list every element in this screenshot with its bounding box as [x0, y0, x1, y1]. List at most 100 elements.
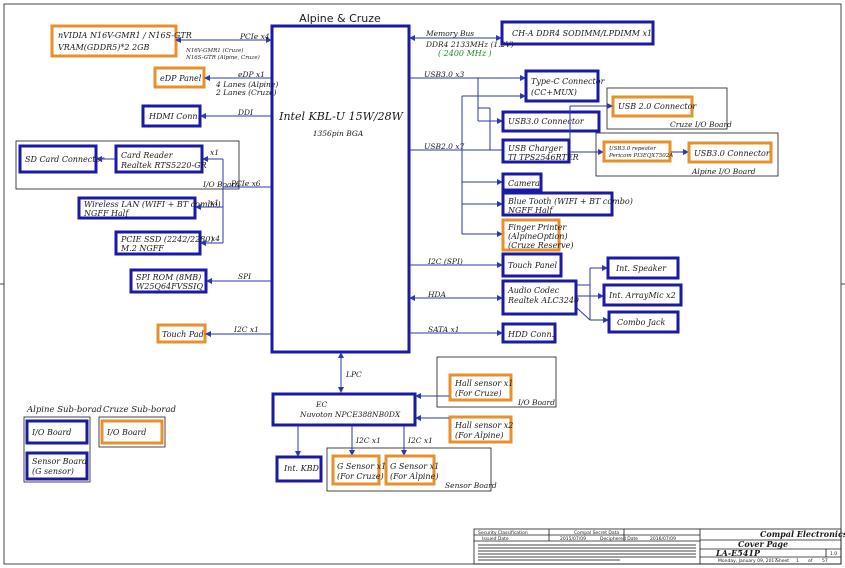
gsensor2-i2c-label: I2C x1	[407, 436, 433, 445]
usb2-connector-block[interactable]	[611, 95, 694, 118]
wlan-x1: x1	[210, 198, 219, 207]
edp-x1-label: eDP x1	[238, 70, 265, 79]
usb3-connector2-label: USB3.0 Connector	[694, 149, 771, 158]
usb3-x3-label: USB3.0 x3	[424, 70, 465, 79]
touchpad-label: Touch Pad	[162, 330, 204, 339]
card-reader-line1: Card Reader	[121, 151, 174, 160]
array-mic-block[interactable]	[602, 283, 683, 307]
memory-bus-label: Memory Bus	[425, 29, 474, 38]
sensor-board-label: Sensor Board	[445, 481, 497, 490]
typec-line1: Type-C Connector	[531, 77, 606, 86]
ddr-speed: DDR4 2133MHz (1.2V)	[425, 40, 514, 49]
hall-sensor-alpine-block[interactable]	[448, 415, 513, 444]
tb-rev: 1.0	[830, 551, 837, 557]
card-reader-line2: Realtek RTS5220-GR	[120, 161, 207, 170]
finger-printer-line2: (AlpineOption)	[508, 232, 568, 241]
typec-block[interactable]	[524, 69, 600, 103]
gsensor-alpine-line1: G Sensor x1	[390, 462, 439, 471]
touch-panel-label: Touch Panel	[508, 261, 558, 270]
io-board-right-label: I/O Board	[517, 398, 555, 407]
gpu-block[interactable]	[50, 24, 178, 58]
finger-printer-block[interactable]	[501, 218, 561, 252]
speaker-label: Int. Speaker	[615, 264, 667, 273]
legend-cruze-io-label: I/O Board	[106, 428, 146, 437]
gpu-line2: VRAM(GDDR5)*2 2GB	[58, 43, 149, 52]
usb-charger-line2: TI TPS2546RTER	[508, 153, 579, 162]
hall-sensor-cruze-block[interactable]	[448, 373, 513, 402]
camera-label: Camera	[508, 179, 540, 188]
tb-doc-title: Cover Page	[738, 539, 788, 549]
ddi-label: DDI	[237, 108, 254, 117]
touch-panel-block[interactable]	[501, 252, 563, 278]
edp-note2: 2 Lanes (Cruze)	[215, 88, 277, 97]
io-board-right	[436, 356, 557, 408]
legend-cruze-box	[98, 416, 166, 448]
hdd-block[interactable]	[501, 322, 557, 344]
ssd-line2: M.2 NGFF	[120, 244, 164, 253]
sd-card-block[interactable]	[18, 144, 98, 174]
usb3-repeater-line1: USB3.0 repeater	[609, 146, 656, 152]
legend-alpine-io	[25, 419, 89, 445]
touchpad-i2c-label: I2C x1	[233, 325, 259, 334]
ssd-x4: x4	[211, 234, 220, 243]
usb-charger-block[interactable]	[501, 138, 571, 164]
legend-alpine-box	[23, 416, 91, 483]
gpu-note2: N16S-GTR (Alpine, Cruze)	[185, 54, 260, 61]
wlan-line2: NGFF Half	[83, 209, 130, 218]
legend-cruze-io	[100, 419, 164, 445]
audio-codec-line2: Realtek ALC3240	[507, 296, 579, 305]
tb-secret: Compal Secret Data	[574, 530, 619, 536]
tb-date-label: Monday, January 09, 2017	[718, 558, 777, 564]
camera-block[interactable]	[501, 172, 543, 192]
hdmi-label: HDMI Conn.	[148, 112, 200, 121]
tb-model: LA-E541P	[715, 548, 761, 558]
title-block: Security Classification Compal Secret Da…	[473, 528, 845, 565]
bluetooth-block[interactable]	[501, 191, 614, 217]
tb-company: Compal Electronics, Inc.	[760, 529, 845, 539]
finger-printer-line3: (Cruze Reserve)	[508, 241, 574, 250]
hall-cruze-line2: (For Cruze)	[455, 389, 502, 398]
combo-jack-block[interactable]	[607, 310, 680, 334]
spi-rom-line1: SPI ROM (8MB)	[136, 273, 201, 282]
finger-printer-line1: Finger Printer	[507, 223, 567, 232]
speaker-block[interactable]	[606, 256, 680, 280]
audio-codec-block[interactable]	[501, 279, 578, 316]
gsensor-alpine-block[interactable]	[384, 454, 436, 486]
legend-alpine-title: Alpine Sub-borad	[26, 405, 103, 415]
gpu-line1: nVIDIA N16V-GMR1 / N16S-GTR	[58, 31, 192, 40]
usb3-connector2-block[interactable]	[687, 141, 773, 164]
legend-cruze-title: Cruze Sub-borad	[103, 405, 177, 415]
spi-rom-line2: W25Q64FVSSIQ	[136, 282, 203, 291]
cpu-block[interactable]	[270, 24, 411, 354]
alpine-io-label: Alpine I/O Board	[691, 167, 756, 176]
usb-charger-line1: USB Charger	[508, 144, 563, 153]
alpine-io-board	[595, 132, 779, 177]
io-board-left-label: I/O Board	[202, 180, 240, 189]
cruze-io-label: Cruze I/O Board	[670, 120, 732, 129]
ssd-line1: PCIE SSD (2242/2280)	[120, 235, 213, 244]
wlan-line1: Wireless LAN (WIFI + BT combo)	[84, 200, 221, 209]
ec-line1: EC	[315, 400, 327, 409]
ddr-block[interactable]	[500, 20, 655, 46]
usb3-repeater-block[interactable]	[602, 140, 672, 163]
lpc-label: LPC	[345, 370, 362, 379]
tb-deciphered: Deciphered Date	[600, 536, 638, 542]
tb-sheet: Sheet	[776, 558, 789, 564]
ec-line2: Nuvoton NPCE388NB0DX	[299, 410, 401, 419]
sd-card-label: SD Card Connector	[25, 155, 105, 164]
ec-block[interactable]	[271, 392, 417, 427]
gsensor-cruze-block[interactable]	[331, 454, 381, 486]
hall-alpine-line2: (For Alpine)	[455, 431, 503, 440]
audio-codec-line1: Audio Codec	[507, 286, 560, 295]
usb3-connector-block[interactable]	[501, 110, 601, 133]
usb3-repeater-line2: Pericom PI3EQX7502A	[608, 153, 673, 159]
hdd-label: HDD Conn.	[507, 330, 554, 339]
combo-jack-label: Combo Jack	[617, 318, 665, 327]
hall-alpine-line1: Hall sensor x2	[454, 421, 513, 430]
tb-issued: Issued Date	[482, 536, 509, 542]
usb2-connector-label: USB 2.0 Connector	[618, 102, 697, 111]
keyboard-block[interactable]	[275, 455, 323, 483]
tb-total: 57	[822, 558, 828, 564]
